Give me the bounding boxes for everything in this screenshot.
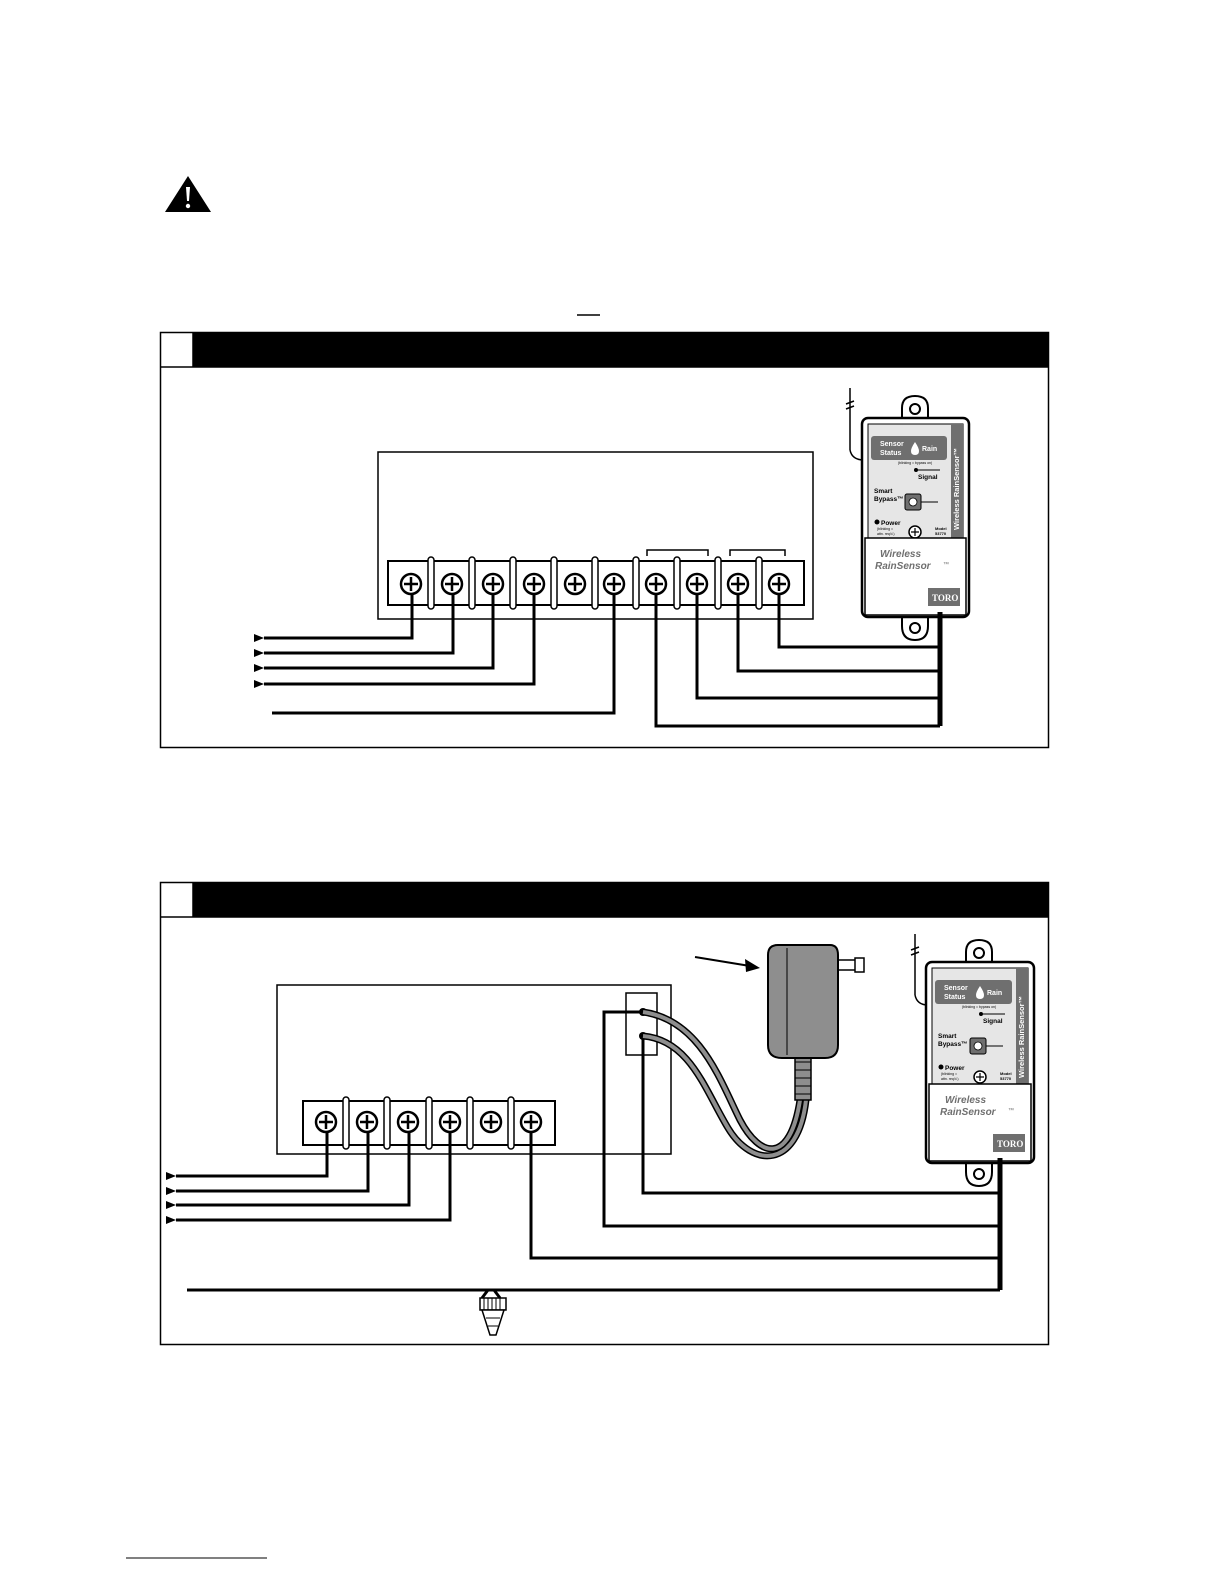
sensor-smart-label: Smart: [874, 488, 893, 495]
sensor-wires-2: [187, 1010, 1003, 1292]
raindrop-icon-2: [976, 986, 984, 999]
sensor-model-number: 53770: [935, 531, 947, 536]
sensor-status-label-2: Status: [880, 450, 902, 457]
sensor-side-label: Wireless RainSensor™: [952, 448, 961, 530]
terminal-strip-2: [302, 1096, 556, 1150]
sensor-bypass-label-2: Bypass™: [938, 1041, 968, 1048]
sensor-side-label-2: Wireless RainSensor™: [1017, 996, 1026, 1078]
figure-2-header-bar: [193, 882, 1049, 917]
sensor-product-name-1: Wireless: [880, 549, 921, 560]
adapter-cable: [642, 1008, 810, 1160]
brand-logo-text-2: TORO: [997, 1139, 1023, 1149]
sensor-product-name-b2: RainSensor: [940, 1107, 997, 1118]
sensor-status-subtext-2: (blinking = bypass on): [962, 1005, 996, 1009]
sensor-trademark-2: ™: [1008, 1107, 1014, 1114]
brand-logo-text: TORO: [932, 593, 958, 603]
sensor-status-label-b: Sensor: [944, 985, 968, 992]
sensor-signal-label-2: Signal: [983, 1018, 1003, 1025]
figure-2: Wireless RainSensor™ Sensor Status Rain …: [159, 881, 1050, 1346]
figure-1-header-bar: [193, 332, 1049, 367]
station-wires-1: [254, 594, 616, 715]
sensor-wires-1: [654, 594, 943, 728]
warning-icon: [165, 176, 211, 212]
station-wires-2: [166, 1132, 452, 1224]
sensor-model-number-2: 53770: [1000, 1076, 1012, 1081]
sensor-trademark: ™: [943, 561, 949, 568]
sensor-product-name-b1: Wireless: [945, 1095, 986, 1106]
sensor-power-subtext-b1: (blinking =: [941, 1072, 957, 1076]
rain-sensor-1: Wireless RainSensor™ Sensor Status Rain …: [845, 388, 971, 642]
sensor-smart-label-2: Smart: [938, 1033, 957, 1040]
sensor-power-label: Power: [881, 520, 901, 527]
sensor-power-subtext-b2: attn. req'd.): [941, 1077, 959, 1081]
sensor-status-subtext: (blinking = bypass on): [898, 461, 932, 465]
sensor-status-label: Sensor: [880, 441, 904, 448]
brand-logo-2: [993, 1134, 1025, 1152]
figure-1: Wireless RainSensor™ Sensor Status Rain …: [159, 331, 1050, 749]
terminal-strip-1: [387, 556, 805, 610]
rain-sensor-2: Wireless RainSensor™ Sensor Status Rain …: [910, 934, 1036, 1188]
sensor-rain-label-2: Rain: [987, 990, 1002, 997]
terminal-brackets: [646, 549, 786, 556]
sensor-model-label: Model: [935, 526, 947, 531]
sensor-signal-label: Signal: [918, 474, 938, 481]
sensor-power-label-2: Power: [945, 1065, 965, 1072]
power-adapter-icon: [767, 944, 865, 1101]
sensor-status-label-b2: Status: [944, 994, 966, 1001]
callout-arrow: [694, 956, 760, 972]
sensor-rain-label: Rain: [922, 446, 937, 453]
sensor-power-subtext-2: attn. req'd.): [877, 532, 895, 536]
sensor-power-subtext-1: (blinking =: [877, 527, 893, 531]
sensor-bypass-label: Bypass™: [874, 496, 904, 503]
raindrop-icon: [911, 442, 919, 455]
sensor-product-name-2: RainSensor: [875, 561, 932, 572]
wire-nut-icon: [479, 1289, 507, 1336]
sensor-model-label-2: Model: [1000, 1071, 1012, 1076]
brand-logo: [928, 588, 960, 606]
